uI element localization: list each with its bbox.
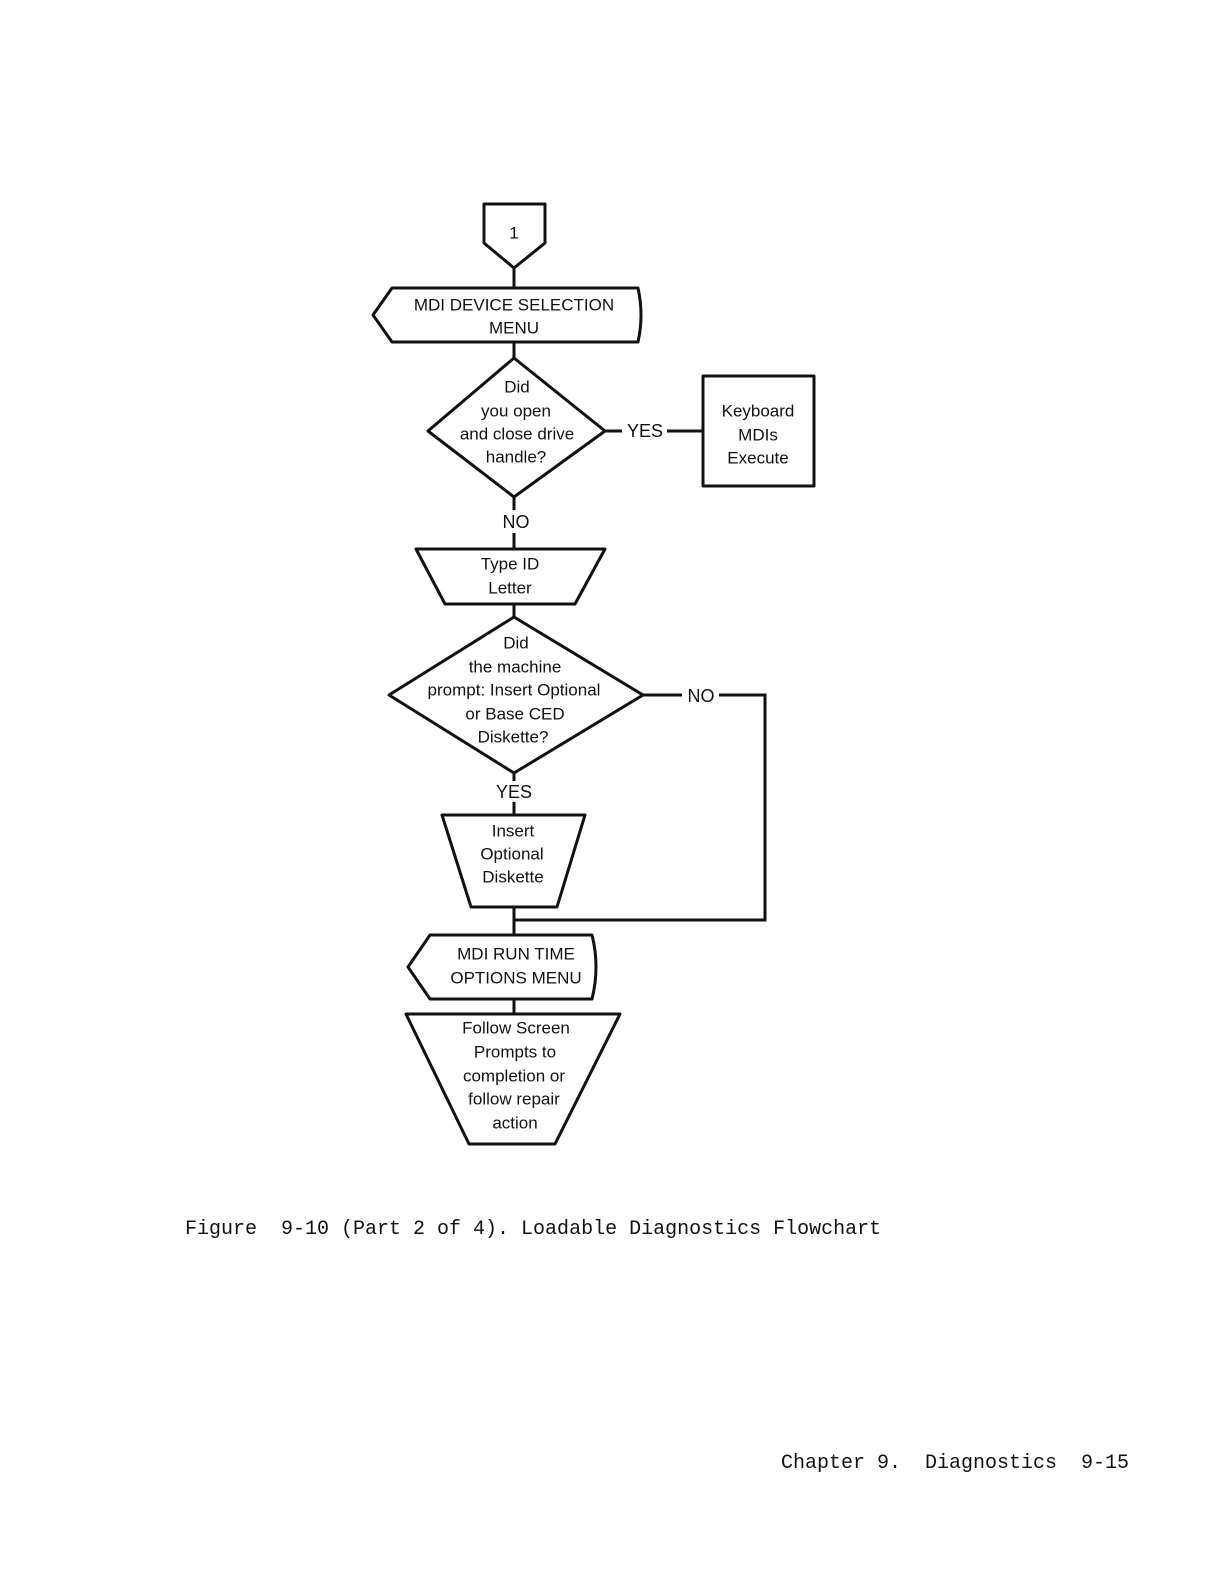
decision-handle-line-2: you open [481,401,551,420]
device-menu-line-2: MENU [489,318,539,337]
follow-line-3: completion or [463,1066,565,1085]
decision-handle-line-1: Did [504,377,530,396]
keyboard-mdis-box: Keyboard MDIs Execute [701,374,816,488]
connector-label: 1 [509,223,518,242]
decision-machine-prompt: Did the machine prompt: Insert Optional … [387,615,645,775]
follow-line-2: Prompts to [474,1042,556,1061]
follow-line-4: follow repair [468,1089,560,1108]
keyboard-box-line-1: Keyboard [722,401,795,420]
decision-prompt-line-2: the machine [469,657,562,676]
decision-handle-line-3: and close drive [460,424,574,443]
no-label-prompt: NO [688,686,715,706]
follow-line-1: Follow Screen [462,1018,570,1037]
decision-prompt-line-5: Diskette? [478,727,549,746]
type-id-letter: Type ID Letter [414,547,607,606]
yes-label-handle: YES [627,421,663,441]
run-time-line-2: OPTIONS MENU [450,968,581,987]
follow-line-5: action [492,1113,537,1132]
decision-prompt-line-3: prompt: Insert Optional [428,680,601,699]
insert-line-3: Diskette [482,867,543,886]
decision-drive-handle: Did you open and close drive handle? [426,356,607,499]
insert-optional-diskette: Insert Optional Diskette [440,813,587,909]
device-menu-line-1: MDI DEVICE SELECTION [414,295,614,314]
type-id-line-1: Type ID [481,554,540,573]
insert-line-2: Optional [480,844,543,863]
run-time-line-1: MDI RUN TIME [457,944,575,963]
page-footer: Chapter 9. Diagnostics 9-15 [780,1452,1129,1475]
decision-handle-line-4: handle? [486,447,547,466]
type-id-line-2: Letter [488,578,532,597]
yes-label-prompt: YES [496,782,532,802]
keyboard-box-line-2: MDIs [738,425,778,444]
no-label-handle: NO [503,512,530,532]
decision-prompt-line-4: or Base CED [465,704,564,723]
follow-screen-prompts: Follow Screen Prompts to completion or f… [404,1012,622,1146]
insert-line-1: Insert [492,821,535,840]
decision-prompt-line-1: Did [503,633,529,652]
run-time-options-menu: MDI RUN TIME OPTIONS MENU [406,933,598,1001]
figure-caption: Figure 9-10 (Part 2 of 4). Loadable Diag… [185,1218,882,1241]
off-page-connector: 1 [482,202,547,270]
device-selection-menu: MDI DEVICE SELECTION MENU [371,286,643,344]
keyboard-box-line-3: Execute [727,448,788,467]
